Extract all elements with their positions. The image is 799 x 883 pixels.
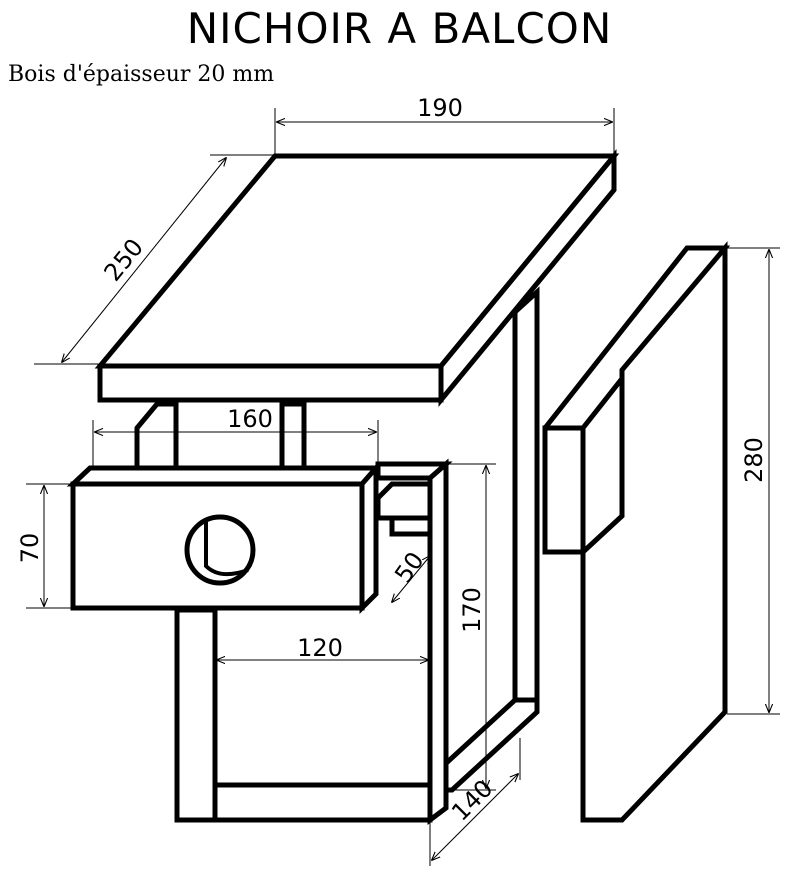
roof-assembly (94, 149, 620, 407)
dim-roof-width: 190 (417, 94, 463, 122)
diagram-title: NICHOIR A BALCON (186, 4, 613, 53)
front-panel-assembly (66, 461, 382, 615)
balcony-rail (375, 481, 433, 521)
left-side-panel (174, 607, 218, 823)
dim-roof-depth: 250 (98, 233, 149, 286)
roof-post-left (134, 401, 179, 471)
dim-side-height: 280 (740, 437, 768, 483)
dim-line-floor-depth (432, 774, 518, 860)
dim-body-height: 170 (458, 587, 486, 633)
roof-right-edge (438, 149, 617, 407)
roof-post-right (279, 401, 307, 471)
bottom-board (212, 782, 433, 823)
dim-line-balcony-depth (392, 556, 430, 602)
dim-front-height: 70 (16, 533, 44, 564)
dim-front-width: 160 (227, 405, 273, 433)
back-panel (512, 286, 540, 703)
dim-line-roof-depth (62, 158, 226, 362)
side-panel-upper-face (542, 425, 586, 555)
entrance-hole-inner (204, 522, 249, 577)
balcony-rail-front (389, 515, 433, 537)
wood-thickness-note: Bois d'épaisseur 20 mm (8, 62, 275, 87)
dim-floor-width: 120 (297, 634, 343, 662)
side-panel-assembly (542, 241, 731, 823)
side-panel-lower (580, 241, 728, 823)
entrance-hole (184, 514, 256, 586)
roof-front-edge (97, 363, 444, 403)
dim-balcony-depth: 50 (389, 547, 429, 588)
front-frame-top (375, 461, 453, 481)
